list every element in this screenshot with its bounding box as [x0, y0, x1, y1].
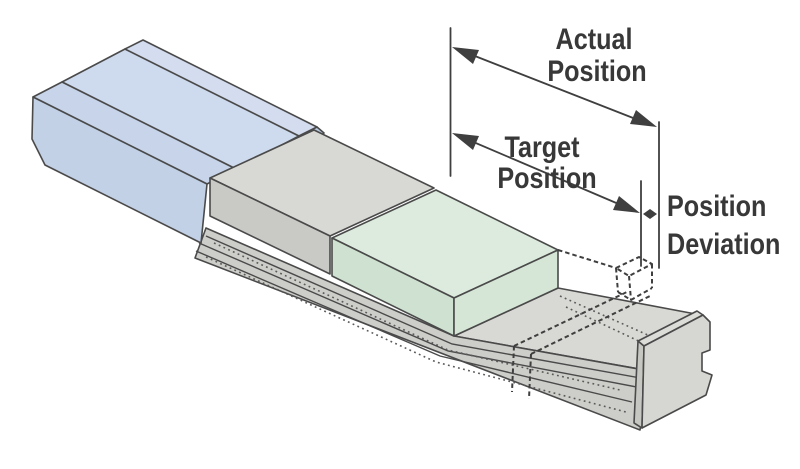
target-dimension-line	[456, 134, 636, 212]
dimension-target-position	[452, 133, 640, 213]
actual-position-label-line1: Actual	[556, 22, 633, 56]
deviation-arrowhead-right	[650, 209, 657, 219]
rail-step-edge	[205, 235, 647, 380]
target-position-label-line1: Target	[504, 130, 579, 164]
phantom-vertical-edges	[615, 264, 653, 301]
target-arrowhead-left	[452, 133, 479, 150]
rail-dotted-row-2	[205, 256, 627, 413]
labels: Actual Position Target Position Position…	[497, 22, 780, 261]
deviation-arrowhead-left	[643, 209, 650, 219]
rail-end-cap	[633, 310, 713, 429]
position-deviation-label-line2: Deviation	[667, 227, 780, 261]
end-cap-end-face	[641, 314, 713, 429]
carriage-block	[209, 129, 435, 275]
dimension-actual-position	[452, 47, 657, 127]
phantom-front-edge-2	[528, 353, 532, 400]
rail-dotted-row-4	[565, 306, 661, 352]
target-arrowhead-right	[613, 196, 640, 213]
phantom-corner-top	[615, 256, 653, 277]
phantom-top-edge	[557, 249, 617, 269]
actual-arrowhead-right	[630, 110, 657, 127]
target-position-block	[331, 189, 559, 337]
phantom-front-edge-1	[511, 345, 515, 393]
rail-ledge-edge	[198, 242, 643, 389]
position-deviation-label-line1: Position	[667, 189, 766, 223]
phantom-table-edge-1	[513, 290, 630, 347]
dimension-position-deviation	[643, 209, 657, 219]
carriage-front-face	[209, 177, 331, 275]
actual-arrowhead-left	[452, 47, 479, 64]
actual-dimension-line	[456, 48, 652, 126]
phantom-bottom-edges	[617, 287, 653, 301]
actual-position-label-line2: Position	[547, 54, 646, 88]
target-block-end-face	[453, 249, 559, 337]
rail-front-groove-edge	[195, 250, 633, 403]
actual-position-phantom-outline	[511, 249, 653, 400]
fixed-motor-block	[31, 39, 325, 244]
dimension-annotations	[449, 27, 660, 269]
target-position-label-line2: Position	[497, 161, 596, 195]
rail-dotted-row-1	[213, 242, 621, 391]
fixed-block-front-face	[31, 96, 208, 244]
